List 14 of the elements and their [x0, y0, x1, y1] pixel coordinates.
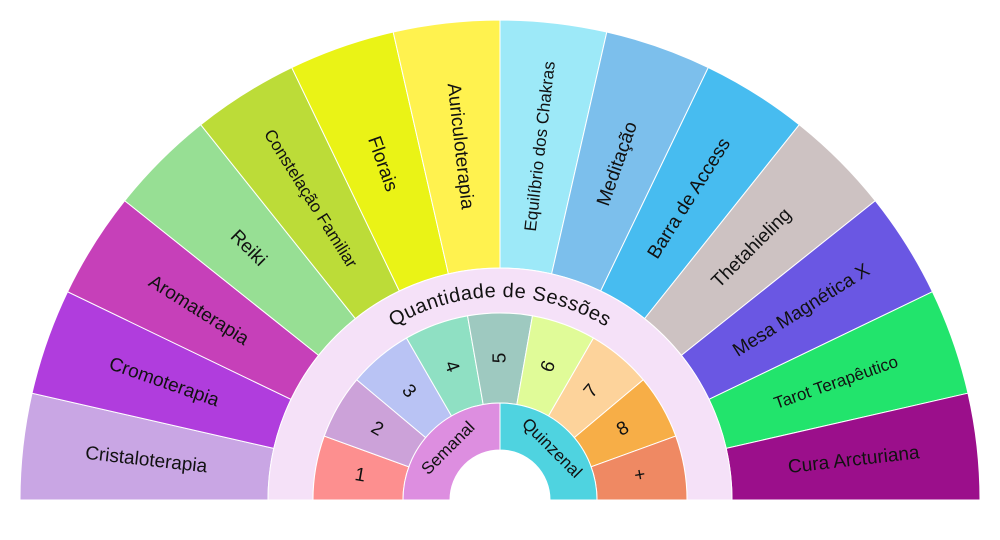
sector-label: Auriculoterapia [442, 82, 478, 210]
sector-label: 1 [353, 464, 368, 487]
sector-label: Cristaloterapia [84, 442, 208, 478]
sector-label: 4 [440, 358, 464, 376]
sector-label: 8 [613, 417, 633, 441]
sector-label: Equilíbrio dos Chakras [520, 60, 559, 232]
sector-label: 3 [397, 380, 420, 402]
sector-label: 2 [367, 417, 387, 441]
sector-label: + [632, 464, 648, 487]
sector-label: Cura Arcturiana [787, 442, 921, 478]
sector-label: 5 [490, 352, 510, 364]
sector-label: Florais [363, 134, 402, 194]
sector-label: 7 [580, 380, 603, 402]
sector-label: 6 [536, 358, 560, 376]
